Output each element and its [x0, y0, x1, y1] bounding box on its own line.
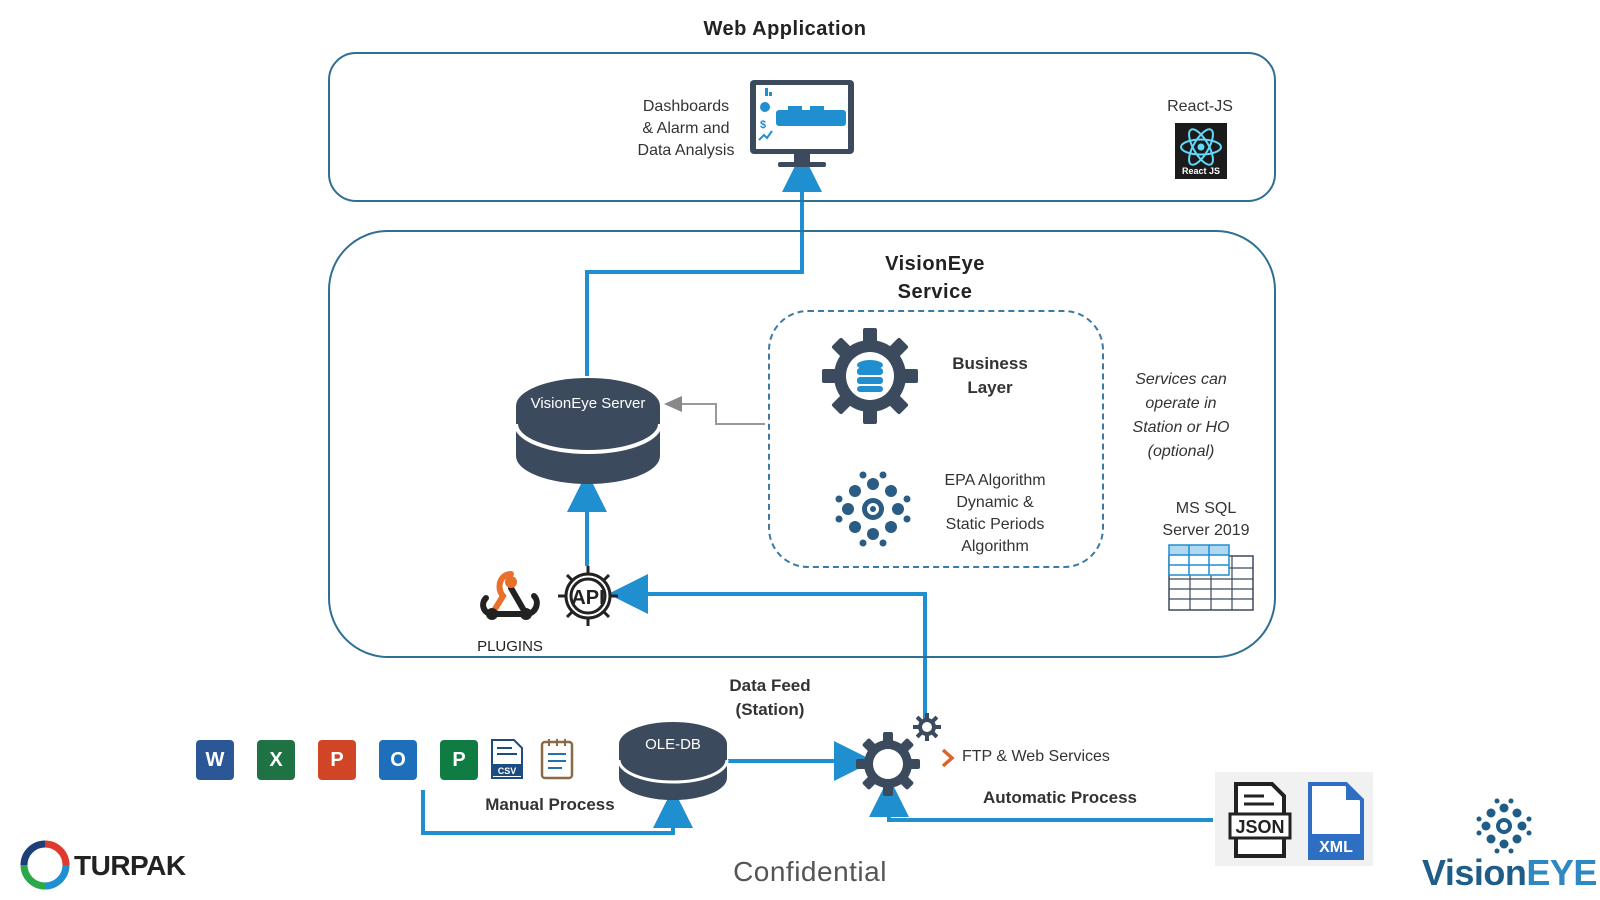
- service-title: VisionEye Service: [810, 250, 1060, 306]
- oledb-database-icon: [617, 722, 729, 800]
- dashboard-label: Dashboards & Alarm and Data Analysis: [620, 96, 752, 162]
- business-region: [768, 310, 1104, 568]
- notepad-icon: [540, 739, 574, 780]
- excel-icon: X: [257, 740, 295, 780]
- epa-line: EPA Algorithm: [944, 472, 1046, 489]
- small-gear-icon: [913, 713, 941, 741]
- visioneye-server-label: VisionEye Server: [530, 395, 646, 412]
- word-icon-letter: W: [205, 748, 225, 771]
- publisher-icon: P: [440, 740, 478, 780]
- manual-to-oledb-arrow: [421, 788, 693, 835]
- automatic-to-gear-arrow: [869, 777, 1213, 822]
- plugins-label: PLUGINS: [477, 638, 543, 655]
- business-layer-label: Business Layer: [930, 352, 1050, 400]
- service-note: Services can operate in Station or HO (o…: [1106, 368, 1256, 464]
- sql-table-icon: [1168, 544, 1254, 611]
- dashboard-label-line: Data Analysis: [637, 142, 735, 159]
- epa-line: Algorithm: [961, 538, 1029, 555]
- automatic-process-label: Automatic Process: [983, 788, 1137, 807]
- service-title-line: Service: [897, 281, 973, 303]
- csv-text: CSV: [498, 766, 517, 776]
- epa-line: Dynamic &: [956, 494, 1034, 511]
- excel-icon-letter: X: [269, 748, 283, 771]
- office-icons-row: W X P O P: [196, 740, 478, 780]
- xml-file-icon: XML: [1308, 782, 1364, 860]
- dashboard-label-line: Dashboards: [642, 98, 730, 115]
- sql-server-label: MS SQL Server 2019: [1146, 498, 1266, 542]
- csv-file-icon: CSV: [491, 739, 523, 779]
- monitor-dashboard-icon: $: [750, 80, 854, 167]
- web-app-panel: [328, 52, 1276, 202]
- visioneye-server-icon: [514, 378, 662, 484]
- api-text: API: [571, 587, 604, 609]
- react-badge-text: React JS: [1182, 166, 1220, 176]
- epa-line: Static Periods: [945, 516, 1045, 533]
- web-app-title: Web Application: [703, 18, 867, 40]
- business-gear-database-icon: [822, 328, 918, 424]
- sql-line: MS SQL: [1175, 500, 1237, 517]
- service-note-line: (optional): [1147, 443, 1215, 460]
- visioneye-logo-icon: [1476, 798, 1532, 854]
- data-feed-title-line: (Station): [735, 700, 805, 719]
- xml-text: XML: [1319, 839, 1353, 856]
- service-note-line: operate in: [1145, 395, 1217, 412]
- word-icon: W: [196, 740, 234, 780]
- server-to-dashboard-arrow: [585, 152, 822, 376]
- api-gear-icon: API: [558, 566, 618, 626]
- json-file-icon: JSON: [1228, 782, 1292, 858]
- data-feed-title: Data Feed (Station): [700, 674, 840, 722]
- outlook-icon-letter: O: [390, 748, 406, 771]
- turpak-wordmark: TURPAK: [74, 850, 186, 881]
- service-note-line: Station or HO: [1132, 419, 1230, 436]
- service-title-line: VisionEye: [885, 253, 985, 275]
- outlook-icon: O: [379, 740, 417, 780]
- turpak-logo-icon: [20, 840, 70, 890]
- svg-text:$: $: [760, 119, 766, 131]
- data-feed-gear-icon: [856, 732, 920, 796]
- epa-algorithm-icon: [835, 471, 911, 547]
- powerpoint-icon-letter: P: [330, 748, 344, 771]
- sql-line: Server 2019: [1162, 522, 1250, 539]
- ftp-chevron-icon: [941, 748, 955, 768]
- manual-process-label: Manual Process: [485, 795, 615, 814]
- visioneye-wordmark: VisionEYE: [1422, 852, 1597, 894]
- publisher-icon-letter: P: [452, 748, 466, 771]
- dashboard-label-line: & Alarm and: [642, 120, 730, 137]
- json-text: JSON: [1235, 817, 1284, 837]
- service-note-line: Services can: [1135, 371, 1227, 388]
- powerpoint-icon: P: [318, 740, 356, 780]
- visioneye-wordmark-eye: EYE: [1526, 852, 1597, 893]
- business-to-server-arrow: [664, 396, 765, 425]
- react-logo-icon: React JS: [1175, 123, 1227, 179]
- visioneye-wordmark-vision: Vision: [1422, 852, 1527, 893]
- react-label: React-JS: [1167, 98, 1233, 115]
- ftp-label: FTP & Web Services: [962, 748, 1110, 765]
- service-panel: [328, 230, 1276, 658]
- business-layer-line: Layer: [967, 378, 1013, 397]
- feed-to-api-arrow: [608, 574, 927, 720]
- epa-algorithm-label: EPA Algorithm Dynamic & Static Periods A…: [920, 470, 1070, 558]
- business-layer-line: Business: [952, 354, 1028, 373]
- oledb-label: OLE-DB: [645, 736, 701, 753]
- data-feed-title-line: Data Feed: [729, 676, 811, 695]
- confidential-label: Confidential: [733, 856, 887, 887]
- webhook-plugins-icon: [480, 571, 540, 620]
